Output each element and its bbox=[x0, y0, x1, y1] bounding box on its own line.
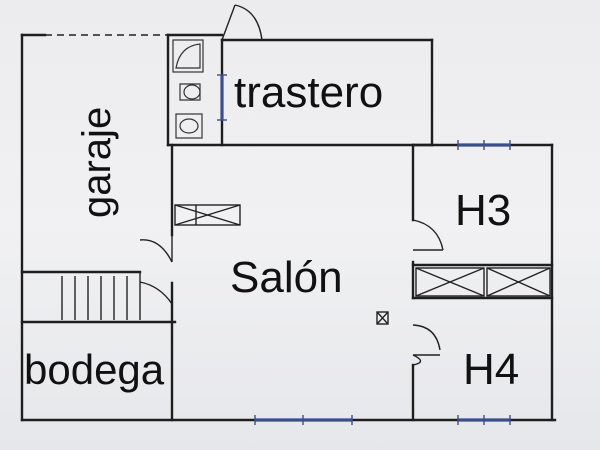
room-label-h3: H3 bbox=[455, 186, 511, 235]
windows bbox=[217, 74, 511, 425]
room-label-h4: H4 bbox=[463, 345, 519, 394]
staircase bbox=[61, 272, 141, 320]
room-label-bodega: bodega bbox=[24, 346, 165, 393]
room-label-garaje: garaje bbox=[75, 107, 119, 218]
closets bbox=[174, 204, 551, 297]
bathroom-fixtures bbox=[172, 39, 204, 139]
room-label-salon: Salón bbox=[230, 253, 343, 302]
room-label-trastero: trastero bbox=[234, 68, 383, 117]
doors bbox=[139, 4, 444, 366]
duct-marker bbox=[376, 311, 389, 325]
